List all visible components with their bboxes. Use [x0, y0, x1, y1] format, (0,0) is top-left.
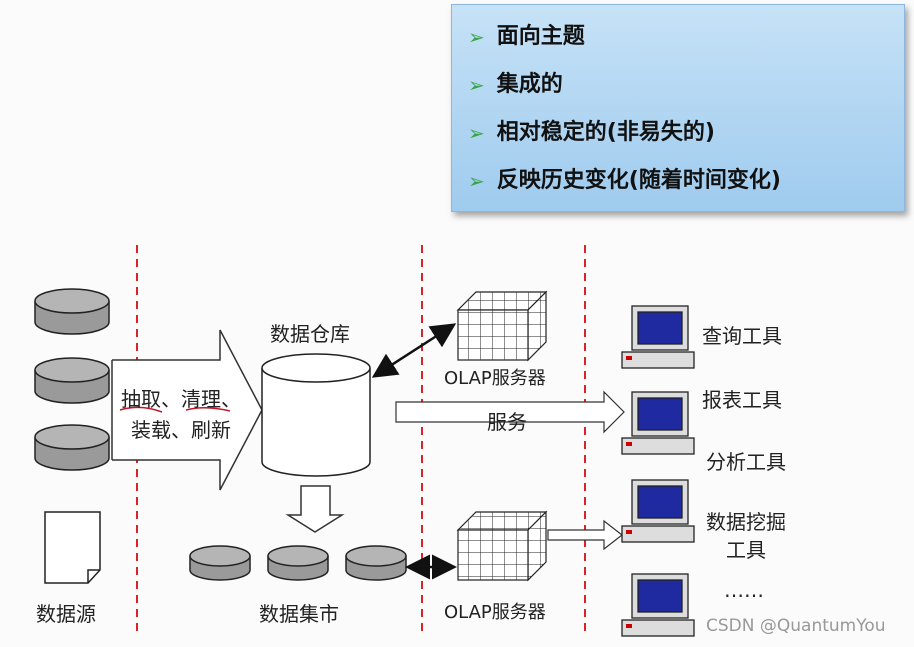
feature-item: ➢反映历史变化(随着时间变化)	[468, 157, 904, 205]
feature-item: ➢相对稳定的(非易失的)	[468, 109, 904, 157]
olap-cube-icon	[456, 290, 548, 362]
olap-server-label: OLAP服务器	[444, 368, 546, 389]
source-disk-icon	[34, 288, 110, 335]
arrow-bullet-icon: ➢	[468, 73, 485, 97]
olap-cube-icon	[456, 510, 548, 582]
olap-server-label: OLAP服务器	[444, 602, 546, 623]
analysis-tool-label: 分析工具	[706, 450, 786, 474]
arrow-bullet-icon: ➢	[468, 169, 485, 193]
computer-icon	[621, 479, 695, 543]
datamart-disk-icon	[189, 545, 251, 581]
down-arrow	[285, 485, 345, 533]
datamart-label: 数据集市	[259, 602, 339, 626]
bidirectional-arrow	[371, 323, 457, 378]
document-icon	[44, 511, 101, 584]
feature-panel: ➢面向主题 ➢集成的 ➢相对稳定的(非易失的) ➢反映历史变化(随着时间变化)	[451, 4, 905, 212]
source-disk-icon	[34, 357, 110, 404]
feature-item: ➢面向主题	[468, 13, 904, 61]
etl-label-line1: 抽取、清理、	[121, 387, 241, 411]
watermark: CSDN @QuantumYou	[706, 616, 886, 636]
arrow-bullet-icon: ➢	[468, 25, 485, 49]
report-tool-label: 报表工具	[702, 388, 782, 412]
computer-icon	[621, 573, 695, 637]
datamart-disk-icon	[345, 545, 407, 581]
service-label: 服务	[487, 410, 527, 434]
datamining-tool-label-line2: 工具	[726, 538, 766, 562]
computer-icon	[621, 391, 695, 455]
etl-label-line2: 装载、刷新	[131, 418, 231, 442]
query-tool-label: 查询工具	[702, 324, 782, 348]
datamart-disk-icon	[267, 545, 329, 581]
source-disk-icon	[34, 424, 110, 471]
more-tools-ellipsis: ……	[724, 578, 764, 602]
datasource-label: 数据源	[36, 602, 96, 626]
warehouse-label: 数据仓库	[270, 322, 350, 346]
olap-output-arrow	[547, 519, 623, 551]
datamining-tool-label: 数据挖掘	[706, 510, 786, 534]
computer-icon	[621, 305, 695, 369]
warehouse-cylinder-icon	[261, 353, 371, 477]
feature-item: ➢集成的	[468, 61, 904, 109]
arrow-bullet-icon: ➢	[468, 121, 485, 145]
service-arrow	[395, 390, 625, 434]
